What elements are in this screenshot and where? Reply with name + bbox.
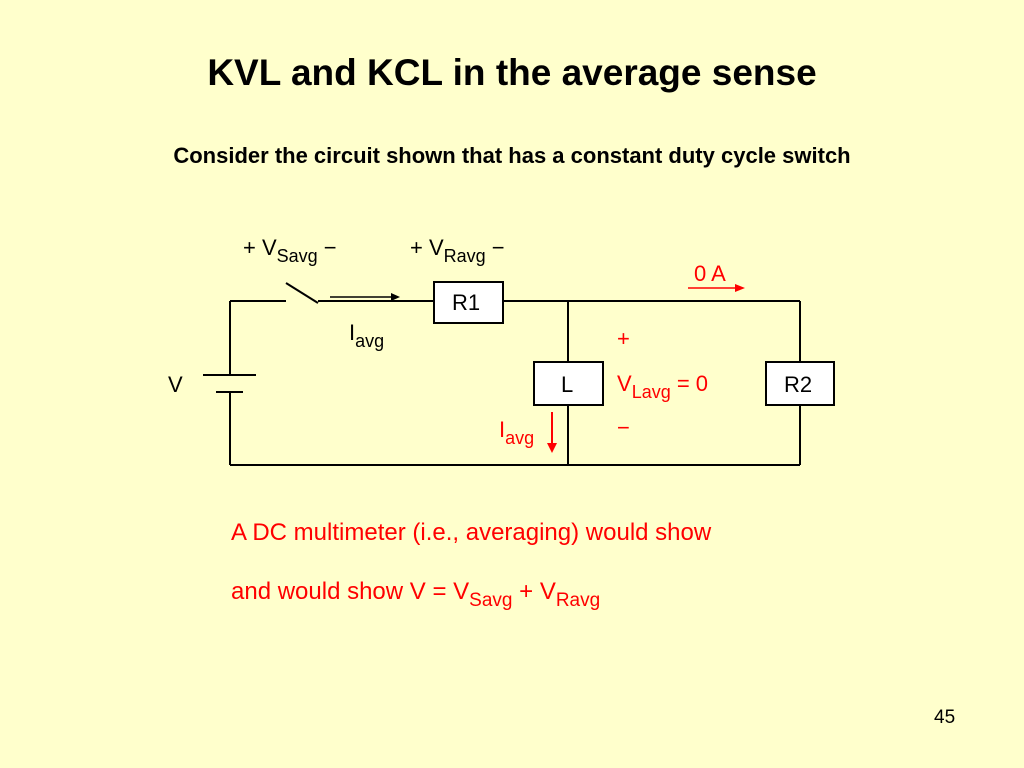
r2-label: R2 [784,372,813,397]
switch-blade [285,282,319,304]
note-line-2: and would show V = VSavg + VRavg [231,578,601,611]
iavg-inductor-label: Iavg [499,417,535,448]
l-box [533,361,604,406]
l-label: L [561,372,574,397]
vl-plus-sign: + [617,326,630,351]
iavg-top-label: Iavg [349,320,385,351]
r2-box [765,361,835,406]
switch-voltage-label: + VSavg − [243,235,337,266]
r1-label: R1 [452,290,481,315]
source-voltage-label: V [168,372,183,397]
zero-current-arrow-head [735,284,745,292]
r1-voltage-label: + VRavg − [410,235,505,266]
r1-box [433,281,504,324]
vl-minus-sign: − [617,415,630,440]
note-line-1: A DC multimeter (i.e., averaging) would … [231,519,712,546]
zero-current-label: 0 A [694,261,726,286]
vl-label: VLavg = 0 [617,371,709,402]
iavg-arrow-head [391,293,400,301]
slide-subtitle: Consider the circuit shown that has a co… [173,143,851,168]
slide-title: KVL and KCL in the average sense [207,52,817,93]
l-current-arrow-head [547,443,557,453]
page-number: 45 [934,707,956,728]
